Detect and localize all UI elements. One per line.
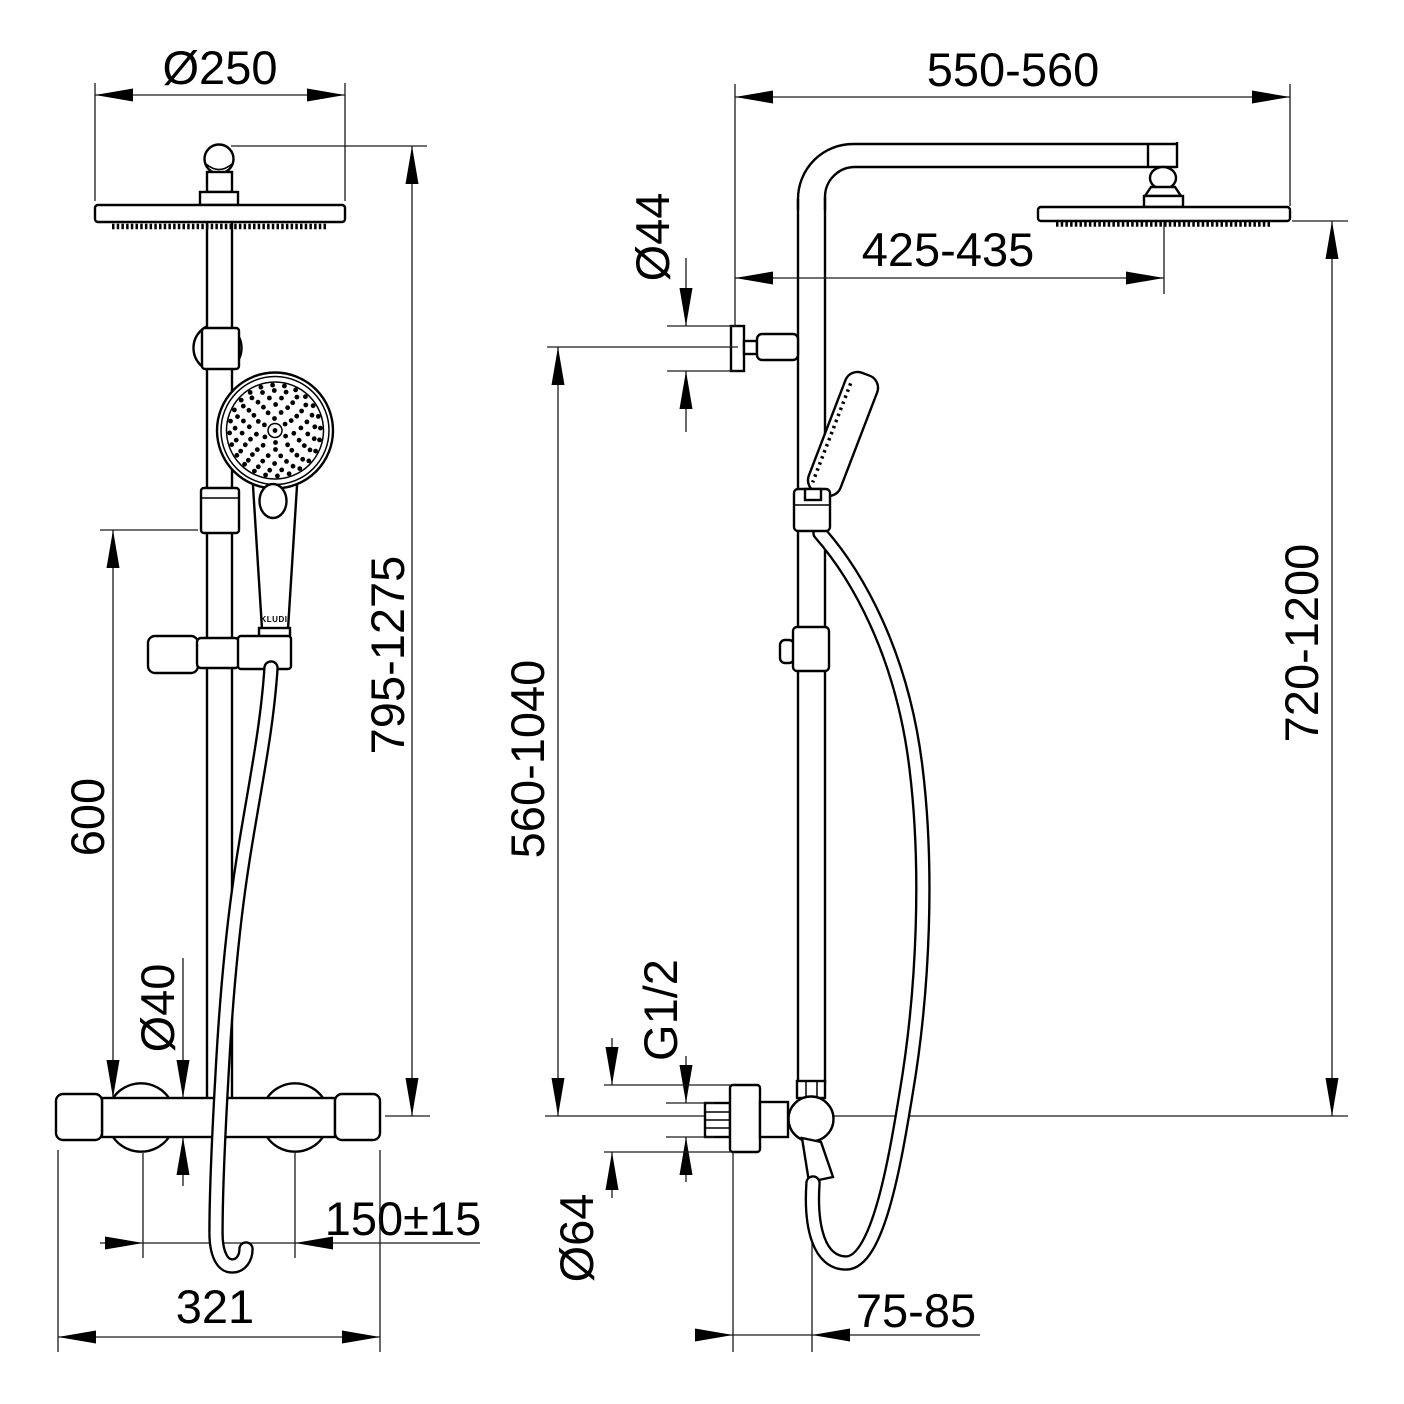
head-base-front bbox=[198, 190, 240, 207]
supply-connection-side bbox=[703, 1079, 835, 1184]
holder-clamp bbox=[195, 636, 241, 670]
overhead-shower-front bbox=[93, 143, 347, 230]
dim-mixer-overall-width: 321 bbox=[57, 1150, 381, 1352]
supply-connector bbox=[758, 1100, 790, 1139]
dim-supply-center-distance-label: 150±15 bbox=[325, 1192, 482, 1245]
side-dimensions: 550-560 425-435 Ø44 560-1040 720 bbox=[501, 43, 1348, 1352]
front-view: KLUDI bbox=[54, 143, 382, 1153]
head-stem-front bbox=[205, 170, 234, 194]
left-knob-bottom-arc bbox=[112, 1136, 170, 1153]
bracket-collar-front bbox=[200, 326, 241, 371]
head-base-side bbox=[1142, 194, 1185, 209]
slider-side bbox=[792, 487, 832, 533]
dim-mixer-body-diameter: Ø40 bbox=[131, 958, 190, 1186]
mixer-left-cap bbox=[54, 1092, 104, 1142]
dim-arm-reach: 550-560 bbox=[734, 43, 1291, 326]
dim-head-height: 720-1200 bbox=[1275, 220, 1348, 1116]
head-plate-front bbox=[93, 203, 347, 224]
mixer-right-cap bbox=[333, 1092, 382, 1142]
dim-connection-thread: G1/2 bbox=[634, 959, 714, 1182]
dim-mixer-body-diameter-label: Ø40 bbox=[131, 964, 184, 1053]
spray-dots bbox=[227, 382, 323, 479]
supply-ball-joint bbox=[787, 1095, 835, 1143]
dim-riser-height: 795-1275 bbox=[231, 145, 430, 1117]
bracket-flange bbox=[729, 324, 746, 373]
handle-opening bbox=[258, 482, 288, 520]
dim-wall-bracket-diameter: Ø44 bbox=[626, 193, 737, 432]
dim-escutcheon-diameter: Ø64 bbox=[550, 1038, 731, 1282]
dim-wall-offset-label: 75-85 bbox=[856, 1284, 976, 1337]
dim-head-diameter-label: Ø250 bbox=[163, 41, 278, 94]
dim-arm-reach-label: 550-560 bbox=[927, 43, 1100, 96]
right-knob-top-arc bbox=[266, 1082, 324, 1099]
right-knob-bottom-arc bbox=[266, 1136, 324, 1153]
shower-hose-front bbox=[208, 660, 279, 1274]
spray-face bbox=[225, 381, 325, 480]
slide-bar-bushing-front bbox=[199, 486, 241, 535]
hose-outlet-cone bbox=[800, 1136, 835, 1184]
shower-arm-side bbox=[796, 142, 1185, 210]
bracket-body bbox=[755, 332, 800, 362]
dim-head-height-label: 720-1200 bbox=[1275, 544, 1328, 743]
escutcheon-side bbox=[728, 1083, 762, 1154]
shower-hose-side bbox=[804, 525, 931, 1271]
dim-bracket-height-label: 560-1040 bbox=[501, 660, 554, 859]
dim-wall-offset: 75-85 bbox=[695, 1152, 980, 1352]
dim-wall-bracket-diameter-label: Ø44 bbox=[626, 193, 679, 282]
dim-escutcheon-diameter-label: Ø64 bbox=[550, 1194, 603, 1283]
dim-head-center-offset: 425-435 bbox=[735, 222, 1165, 294]
dim-supply-center-distance: 150±15 bbox=[100, 1153, 481, 1258]
telescopic-collar-side bbox=[778, 625, 831, 673]
dim-connection-thread-label: G1/2 bbox=[634, 959, 687, 1061]
hand-shower-profile bbox=[806, 370, 880, 498]
dim-riser-height-label: 795-1275 bbox=[361, 556, 414, 755]
wall-bracket-side bbox=[729, 324, 800, 373]
hand-shower-front: KLUDI bbox=[215, 371, 335, 641]
dim-mixer-overall-width-label: 321 bbox=[176, 1280, 254, 1333]
front-dimensions: Ø250 795-1275 600 Ø40 150±15 bbox=[57, 41, 481, 1352]
dim-slide-bar-length-label: 600 bbox=[61, 778, 114, 856]
hand-shower-side bbox=[806, 370, 880, 498]
handle-logo: KLUDI bbox=[261, 615, 288, 624]
dim-bracket-height: 560-1040 bbox=[501, 346, 738, 1116]
arm-ball-joint bbox=[1148, 165, 1178, 191]
holder-grip bbox=[146, 634, 200, 675]
left-knob-top-arc bbox=[112, 1082, 170, 1099]
dim-head-center-offset-label: 425-435 bbox=[862, 223, 1035, 276]
dim-head-diameter: Ø250 bbox=[94, 41, 346, 201]
side-view bbox=[545, 142, 1348, 1352]
dim-slide-bar-length: 600 bbox=[61, 529, 198, 1098]
spray-face-edge bbox=[811, 382, 853, 483]
head-plate-side bbox=[1036, 205, 1292, 223]
